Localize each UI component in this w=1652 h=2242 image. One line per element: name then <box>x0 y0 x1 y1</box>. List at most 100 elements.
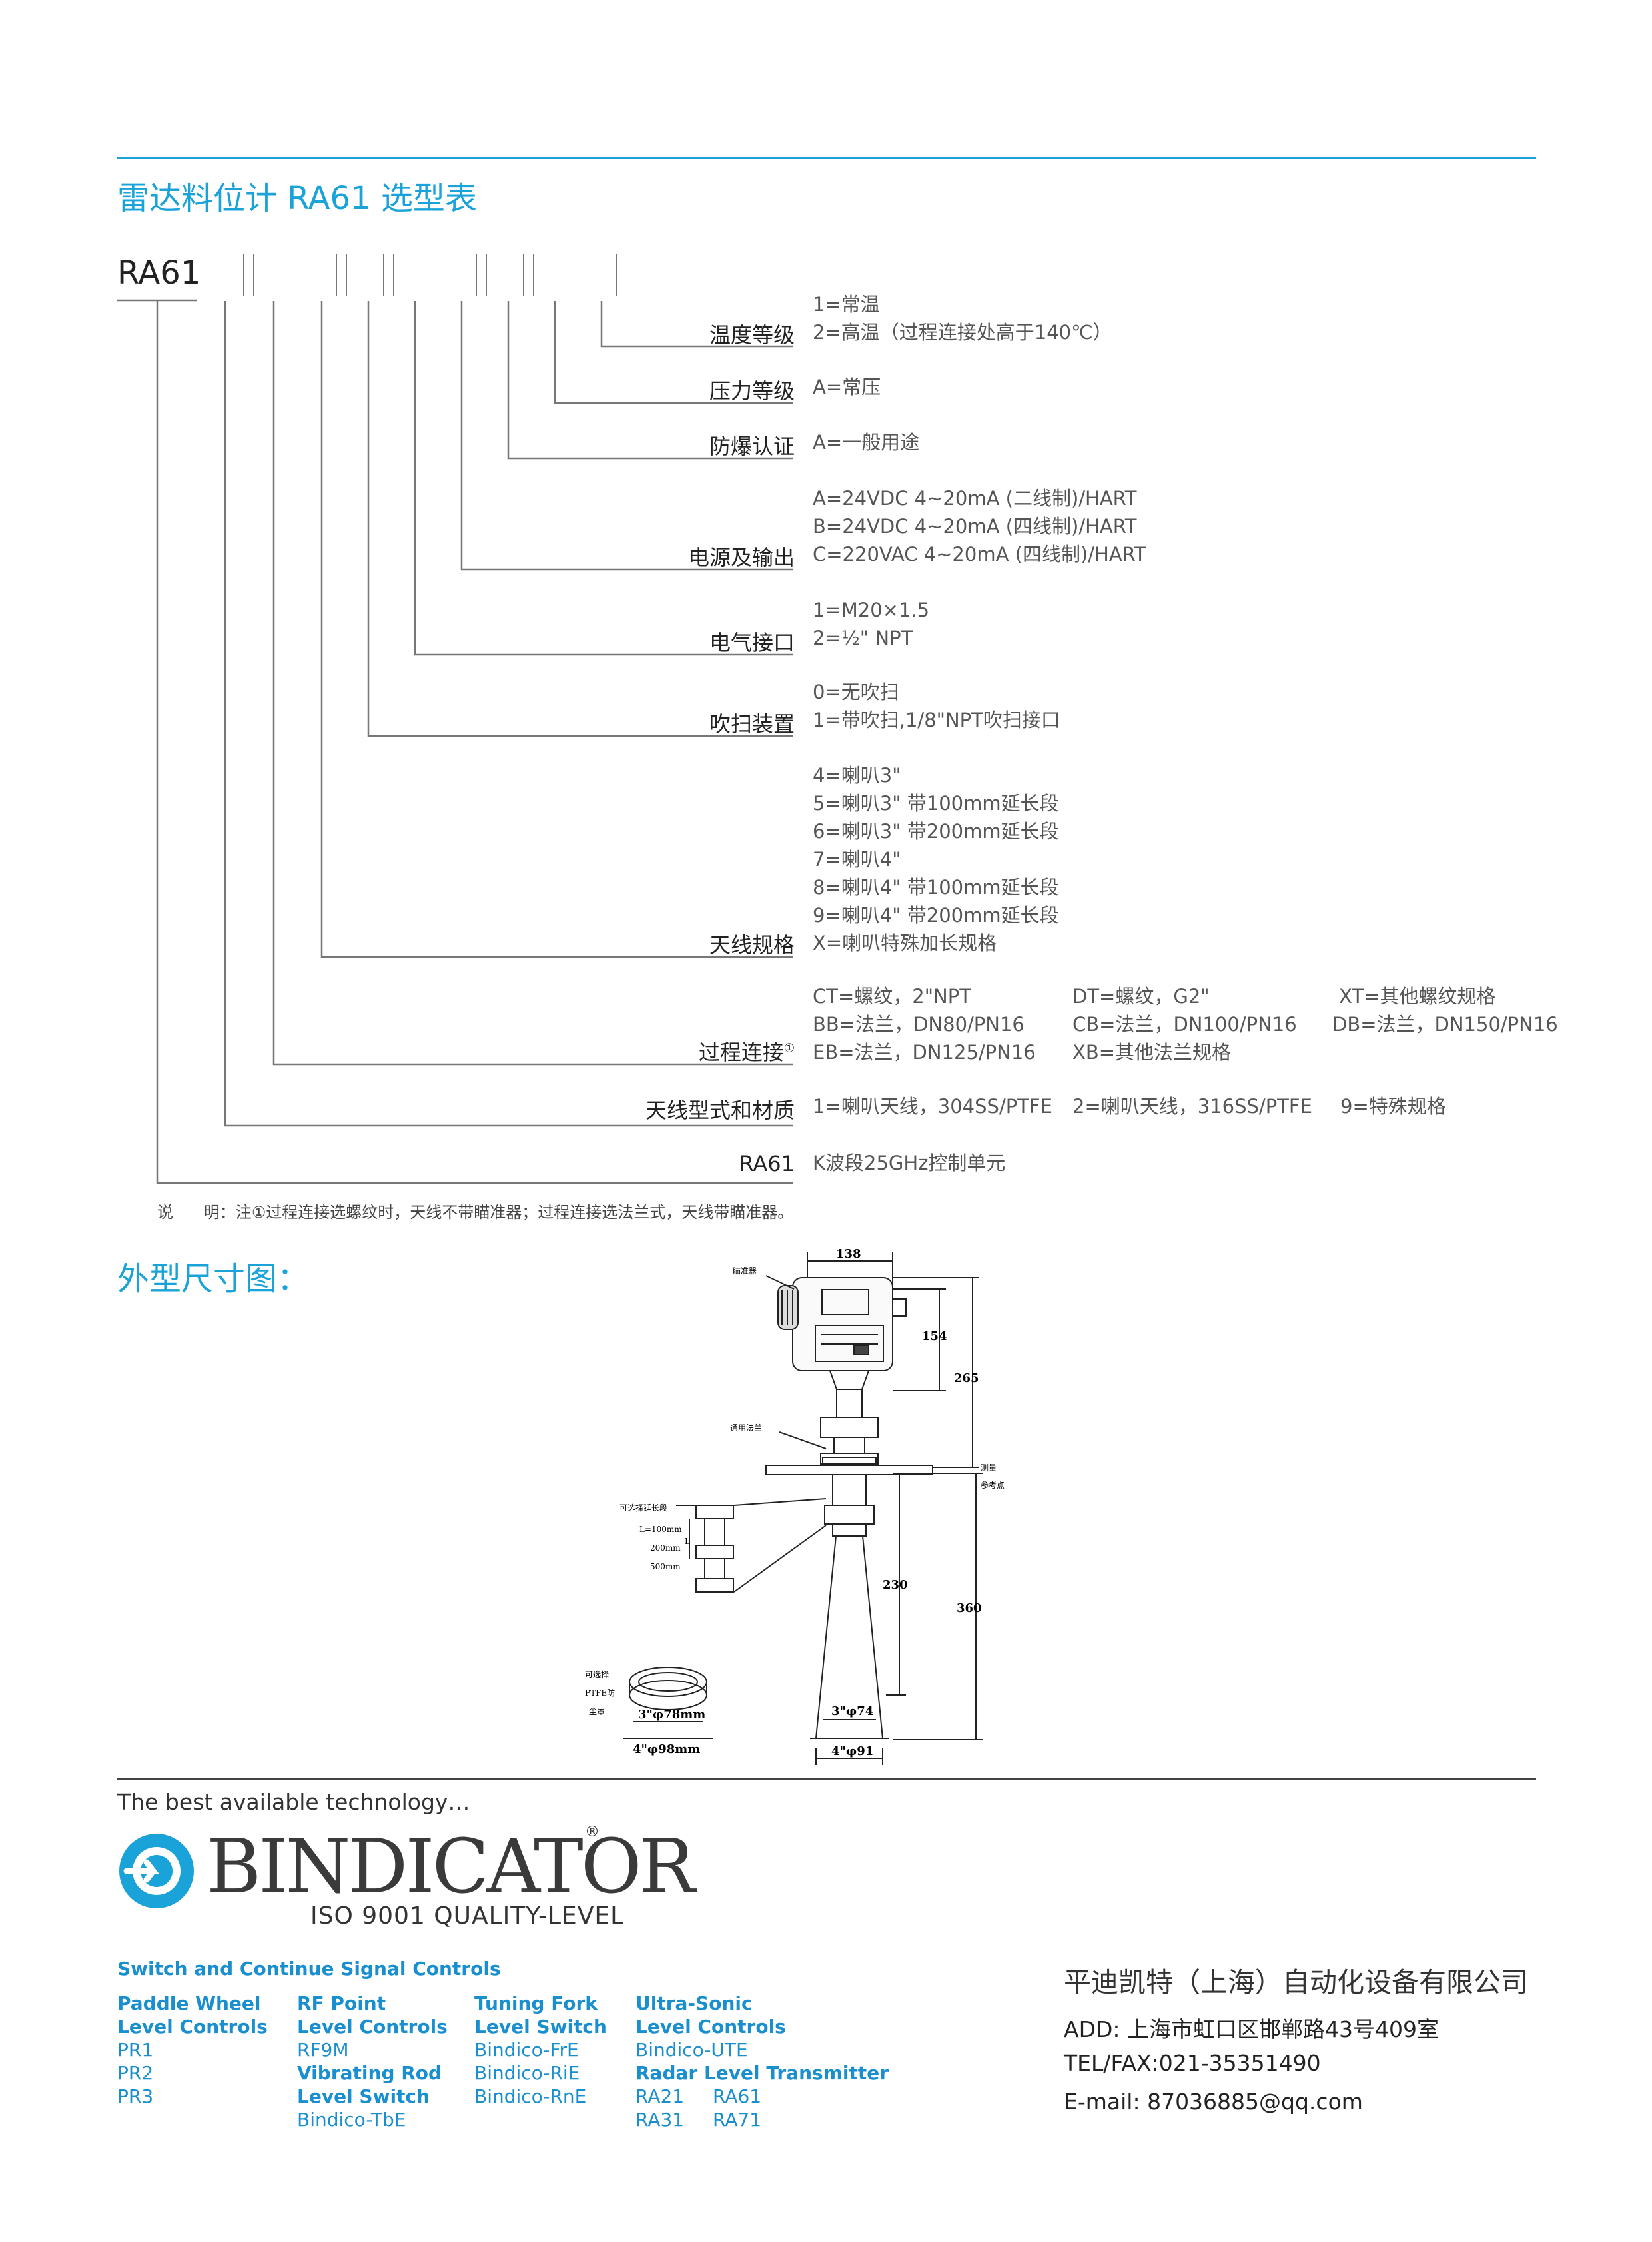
options-explosion: A=一般用途 <box>813 428 919 456</box>
code-boxes <box>206 254 626 296</box>
option: DB=法兰，DN150/PN16 <box>1332 1013 1558 1036</box>
option: 4=喇叭3" <box>813 764 901 787</box>
product-heading: Paddle Wheel <box>117 1992 261 2014</box>
code-box <box>440 254 477 296</box>
option: EB=法兰，DN125/PN16 <box>813 1041 1036 1064</box>
code-box <box>580 254 617 296</box>
code-box <box>393 254 430 296</box>
row-label-pressure: 压力等级 <box>709 378 795 404</box>
product-item: Bindico-UTE <box>635 2039 748 2061</box>
brand-reg: ® <box>585 1824 600 1840</box>
product-heading: Tuning Fork <box>474 1992 598 2014</box>
code-box <box>533 254 570 296</box>
label-ptfe-2: PTFE防 <box>585 1688 615 1698</box>
option: C=220VAC 4~20mA (四线制)/HART <box>813 543 1146 565</box>
row-label-purge: 吹扫装置 <box>709 711 795 737</box>
label-aim: 瞄准器 <box>733 1266 757 1276</box>
row-label-base: RA61 <box>739 1151 795 1176</box>
option: XB=其他法兰规格 <box>1072 1041 1232 1064</box>
options-purge: 0=无吹扫 1=带吹扫,1/8"NPT吹扫接口 <box>813 678 1060 734</box>
label-l100: L=100mm <box>639 1525 682 1534</box>
row-label-temperature: 温度等级 <box>709 322 795 348</box>
option-antenna-type-2: 2=喇叭天线，316SS/PTFE <box>1072 1095 1312 1118</box>
dim-154: 154 <box>922 1329 947 1343</box>
brand-name: BINDICATOR <box>206 1824 695 1910</box>
code-box <box>300 254 337 296</box>
option: A=24VDC 4~20mA (二线制)/HART <box>813 487 1137 510</box>
option: 0=无吹扫 <box>813 681 899 703</box>
option: A=一般用途 <box>813 431 920 454</box>
code-box <box>253 254 290 296</box>
option: X=喇叭特殊加长规格 <box>813 932 997 954</box>
label-l200: 200mm <box>650 1543 681 1553</box>
connector-lines <box>117 299 793 1184</box>
option: 2=高温（过程连接处高于140℃） <box>813 321 1112 344</box>
cover-3in: 3"φ78mm <box>638 1708 705 1722</box>
label-l500: 500mm <box>650 1562 681 1571</box>
label-measure: 测量 <box>981 1463 997 1473</box>
options-antenna: 4=喇叭3" 5=喇叭3" 带100mm延长段 6=喇叭3" 带200mm延长段… <box>813 761 1059 957</box>
product-item: PR1 <box>117 2039 154 2061</box>
options-process-c1: CT=螺纹，2"NPT BB=法兰，DN80/PN16 EB=法兰，DN125/… <box>813 982 1036 1066</box>
note: 说 明：注①过程连接选螺纹时，天线不带瞄准器；过程连接选法兰式，天线带瞄准器。 <box>157 1203 794 1222</box>
top-rule <box>117 157 1536 159</box>
iso-text: ISO 9001 QUALITY-LEVEL <box>310 1902 625 1930</box>
options-process-c3: XT=其他螺纹规格 DB=法兰，DN150/PN16 <box>1332 982 1558 1038</box>
product-heading: Level Controls <box>635 2016 786 2038</box>
dim-4in: 4"φ91 <box>831 1744 873 1758</box>
label-L: L <box>685 1537 690 1546</box>
product-item: Bindico-TbE <box>297 2109 406 2131</box>
product-heading: Level Controls <box>297 2016 448 2038</box>
option: B=24VDC 4~20mA (四线制)/HART <box>813 515 1137 538</box>
product-item: Bindico-FrE <box>474 2039 579 2061</box>
product-item: Bindico-RiE <box>474 2062 580 2084</box>
product-heading: Vibrating Rod <box>297 2062 442 2084</box>
label-ref: 参考点 <box>981 1480 1005 1490</box>
dim-230: 230 <box>883 1578 908 1592</box>
product-item: RA71 <box>713 2109 762 2131</box>
option-antenna-type-1: 1=喇叭天线，304SS/PTFE <box>813 1095 1052 1118</box>
product-item: PR3 <box>117 2085 154 2107</box>
option: 8=喇叭4" 带100mm延长段 <box>813 876 1059 899</box>
product-heading: Ultra-Sonic <box>635 1992 753 2014</box>
dim-360: 360 <box>957 1601 982 1615</box>
page-title: 雷达料位计 RA61 选型表 <box>117 180 477 217</box>
company-tel: TEL/FAX:021-35351490 <box>1064 2050 1321 2076</box>
label-ptfe-1: 可选择 <box>585 1670 609 1679</box>
product-item-row: RA21 RA61 <box>635 2085 889 2108</box>
label-ptfe-3: 尘罩 <box>589 1707 605 1716</box>
option: XT=其他螺纹规格 <box>1339 985 1496 1008</box>
product-heading: Level Controls <box>117 2016 268 2038</box>
option-base: K波段25GHz控制单元 <box>813 1152 1006 1174</box>
options-process-c2: DT=螺纹，G2" CB=法兰，DN100/PN16 XB=其他法兰规格 <box>1072 982 1297 1066</box>
options-power: A=24VDC 4~20mA (二线制)/HART B=24VDC 4~20mA… <box>813 484 1146 568</box>
product-heading: RF Point <box>297 1992 386 2014</box>
option: BB=法兰，DN80/PN16 <box>813 1013 1025 1036</box>
product-item: RA61 <box>713 2085 762 2107</box>
option: CB=法兰，DN100/PN16 <box>1072 1013 1297 1036</box>
company-name: 平迪凯特（上海）自动化设备有限公司 <box>1064 1966 1528 1998</box>
product-item: Bindico-RnE <box>474 2085 587 2107</box>
option: CT=螺纹，2"NPT <box>813 985 971 1008</box>
tagline: The best available technology… <box>117 1789 470 1815</box>
product-col-3: Tuning Fork Level Switch Bindico-FrE Bin… <box>474 1992 607 2108</box>
cover-4in: 4"φ98mm <box>633 1742 700 1756</box>
model-prefix: RA61 <box>117 254 201 292</box>
product-col-4: Ultra-Sonic Level Controls Bindico-UTE R… <box>635 1992 889 2131</box>
product-item: RA21 <box>635 2085 685 2107</box>
dim-3in: 3"φ74 <box>831 1704 873 1718</box>
row-label-electrical: 电气接口 <box>709 630 795 655</box>
drawing-title: 外型尺寸图： <box>117 1260 310 1298</box>
option: 1=M20×1.5 <box>813 599 930 621</box>
product-item: PR2 <box>117 2062 154 2084</box>
product-item: RF9M <box>297 2039 349 2061</box>
row-label-antenna-type: 天线型式和材质 <box>645 1098 795 1123</box>
row-label-antenna: 天线规格 <box>709 933 795 958</box>
option: 6=喇叭3" 带200mm延长段 <box>813 820 1059 843</box>
row-label-power: 电源及输出 <box>687 545 795 570</box>
bindicator-logo-icon <box>119 1834 194 1908</box>
options-electrical: 1=M20×1.5 2=½" NPT <box>813 596 929 652</box>
product-heading: Radar Level Transmitter <box>635 2062 889 2084</box>
